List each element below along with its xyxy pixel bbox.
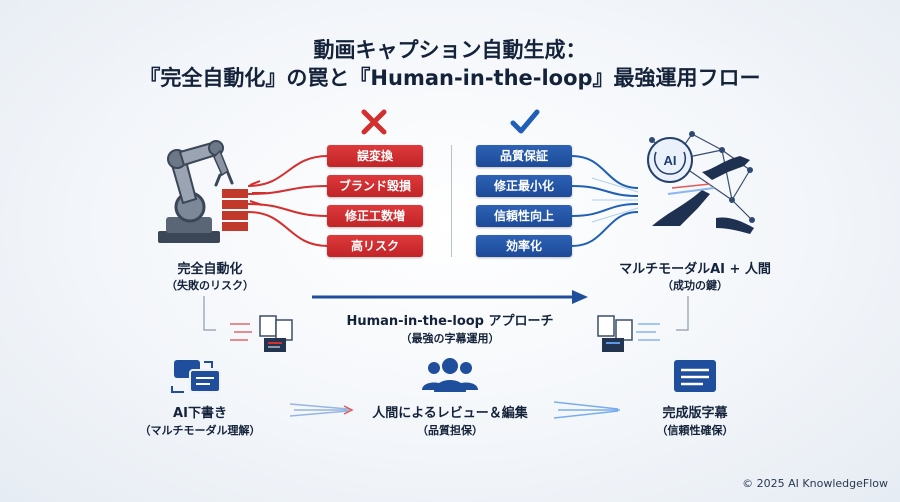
title-line-2: 『完全自動化』の罠と『Human-in-the-loop』最強運用フロー (139, 66, 761, 90)
right-sublabel: （成功の鍵） (662, 279, 728, 292)
cross-icon (361, 109, 387, 135)
benefit-item: 信頼性向上 (476, 205, 572, 227)
step-sublabel: （信頼性確保） (656, 424, 734, 437)
left-label: 完全自動化 (177, 262, 243, 277)
group-icon (422, 358, 478, 392)
benefit-item: 品質保証 (476, 145, 572, 167)
step-sublabel: （品質担保） (417, 424, 483, 437)
benefit-item: 修正最小化 (476, 175, 572, 197)
benefit-item: 効率化 (476, 235, 572, 257)
document-icon (597, 315, 660, 352)
approach-sublabel: （最強の字幕運用） (400, 332, 500, 345)
benefit-connectors (572, 155, 639, 247)
step-label: 完成版字幕 (662, 406, 728, 421)
copyright: © 2025 AI KnowledgeFlow (742, 477, 888, 490)
check-icon (510, 109, 540, 134)
ai-badge: AI (664, 153, 677, 168)
ai-draft-icon (171, 360, 221, 393)
approach-label: Human-in-the-loop アプローチ (346, 314, 554, 329)
left-sublabel: （失敗のリスク） (166, 279, 254, 292)
risk-item: ブランド毀損 (327, 175, 423, 197)
step-label: AI下書き (173, 406, 227, 421)
step-label: 人間によるレビュー＆編集 (372, 406, 528, 421)
title-line-1: 動画キャプション自動生成： (313, 38, 587, 62)
document-icon (230, 315, 293, 352)
step-sublabel: （マルチモーダル理解） (139, 424, 261, 437)
flow-arrow (290, 403, 354, 417)
risk-connectors (248, 155, 329, 247)
flow-arrow (554, 401, 620, 419)
ai-brain-icon: AI (647, 131, 755, 234)
risk-item: 誤変換 (327, 145, 423, 167)
approach-arrow (312, 290, 588, 304)
risk-item: 高リスク (327, 235, 423, 257)
flow-bracket (203, 296, 689, 331)
subtitle-icon (674, 360, 716, 392)
center-divider (451, 145, 452, 257)
risk-item: 修正工数増 (327, 205, 423, 227)
right-label: マルチモーダルAI + 人間 (619, 262, 771, 277)
